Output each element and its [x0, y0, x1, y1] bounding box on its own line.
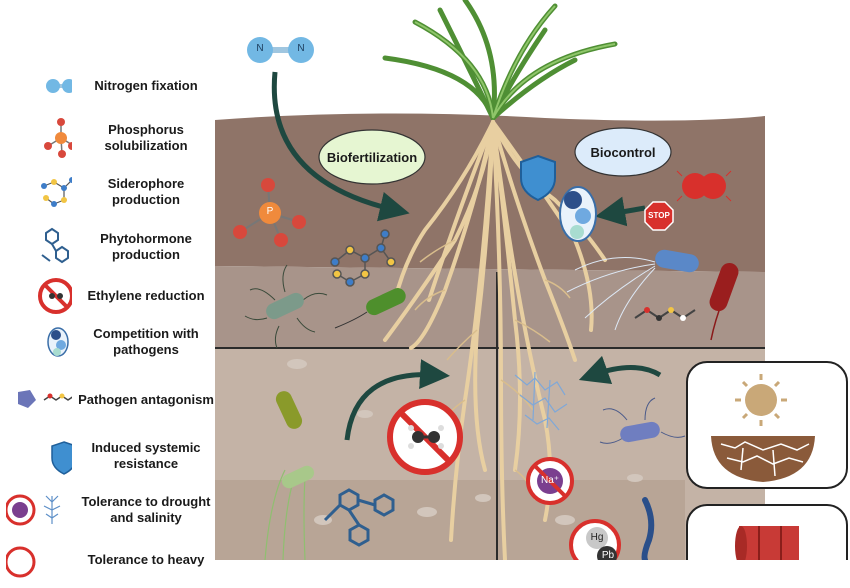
antagonism-molecule: [634, 307, 696, 321]
bacterium-gray: [244, 264, 328, 349]
drought-panel: [686, 361, 848, 489]
legend-item-induced-systemic-resistance: Induced systemic resistance: [0, 434, 220, 478]
roots: [383, 120, 607, 560]
biocontrol-label: Biocontrol: [590, 144, 656, 160]
legend-item-pathogen-antagonism: Pathogen antagonism: [0, 378, 220, 422]
lead-ion-label: Pb: [601, 550, 615, 561]
antagonism-molecule-icon: [18, 390, 72, 408]
mercury-ion-label: Hg: [590, 532, 604, 543]
bacterium-rhizobia: [264, 465, 315, 560]
nitrogen-arrow: [271, 71, 410, 222]
pathogen-spores: [676, 170, 732, 202]
biofertilization-label: Biofertilization: [326, 149, 418, 165]
ethylene-arrow: [344, 359, 450, 441]
legend-item-competition-with-pathogens: Competition with pathogens: [0, 320, 220, 364]
legend-label: Phytohormone production: [100, 231, 192, 262]
nitrogen-atom-right: N: [297, 43, 305, 54]
nitrogen-atom-left: N: [256, 43, 264, 54]
pathogen-bacterium-red: [709, 262, 739, 341]
legend-item-phytohormone-production: Phytohormone production: [0, 225, 220, 269]
bacterium-navy: [641, 497, 655, 560]
stop-sign-text: STOP: [648, 211, 670, 220]
competition-cell: [559, 186, 597, 242]
legend-label: Induced systemic resistance: [91, 440, 201, 471]
ethylene-prohibited-sign: [387, 399, 463, 475]
siderophore-molecule: [330, 229, 396, 287]
legend-label: Pathogen antagonism: [78, 392, 214, 407]
phosphate-molecule: [233, 178, 306, 247]
phosphorus-atom: P: [266, 206, 274, 217]
legend-label: Nitrogen fixation: [94, 78, 198, 93]
legend-item-ethylene-reduction: Ethylene reduction: [0, 274, 220, 318]
soil-scene: N N P Biofertilization Biocontrol STOP N…: [215, 0, 850, 561]
leaf-highlights: [414, 5, 616, 119]
sodium-prohibited-sign: [526, 457, 574, 505]
legend-item-nitrogen-fixation: Nitrogen fixation: [0, 64, 220, 108]
barrel-panel: [686, 504, 848, 560]
salt-drought-icon: [6, 494, 61, 526]
legend-label: Tolerance to heavy: [87, 552, 205, 567]
sodium-ion-label: Na⁺: [540, 475, 560, 486]
legend-label: Tolerance to drought and salinity: [81, 494, 211, 525]
bacterium-green-lower: [275, 391, 303, 429]
legend-label: Ethylene reduction: [87, 288, 205, 303]
oil-barrel-icon: [735, 526, 799, 560]
legend-item-tolerance-heavy-metals: Tolerance to heavy: [0, 544, 220, 588]
stop-sign: [644, 201, 674, 231]
stress-arrow: [578, 355, 662, 385]
legend-label: Phosphorus solubilization: [104, 122, 188, 153]
competition-cell-icon: [47, 327, 69, 357]
bacterium-green: [334, 288, 406, 329]
legend-item-phosphorus-solubilization: Phosphorus solubilization: [0, 116, 220, 160]
biocontrol-arrow: [595, 196, 646, 227]
pebbles: [287, 359, 643, 525]
midsoil-layer: [215, 266, 765, 348]
legend-item-tolerance-drought-salinity: Tolerance to drought and salinity: [0, 488, 220, 532]
phytohormone-molecule-icon: [41, 227, 69, 264]
phosphate-molecule-icon: [44, 118, 72, 158]
siderophore-molecule-icon: [41, 177, 72, 207]
biocontrol-bubble: [574, 127, 672, 177]
heavy-metal-prohibited-sign: [569, 519, 621, 560]
nitrogen-molecule-icon: [46, 79, 72, 93]
shield-icon: [51, 441, 72, 475]
flagellated-bacterium: [566, 249, 699, 331]
phytohormone-molecule: [323, 488, 395, 547]
nitrogen-molecule: [247, 37, 314, 63]
legend-label: Siderophore production: [107, 176, 185, 207]
bacterium-blue: [599, 397, 686, 444]
ethylene-prohibited-icon: [38, 278, 72, 314]
legend-item-siderophore-production: Siderophore production: [0, 170, 220, 214]
legend-label: Competition with pathogens: [93, 326, 199, 357]
shield-icon: [520, 154, 556, 202]
biofertilization-bubble: [318, 129, 426, 185]
scene-illustration: [215, 0, 848, 560]
salt-crystal-network: [514, 371, 568, 431]
heavy-metal-icon: [6, 546, 36, 578]
